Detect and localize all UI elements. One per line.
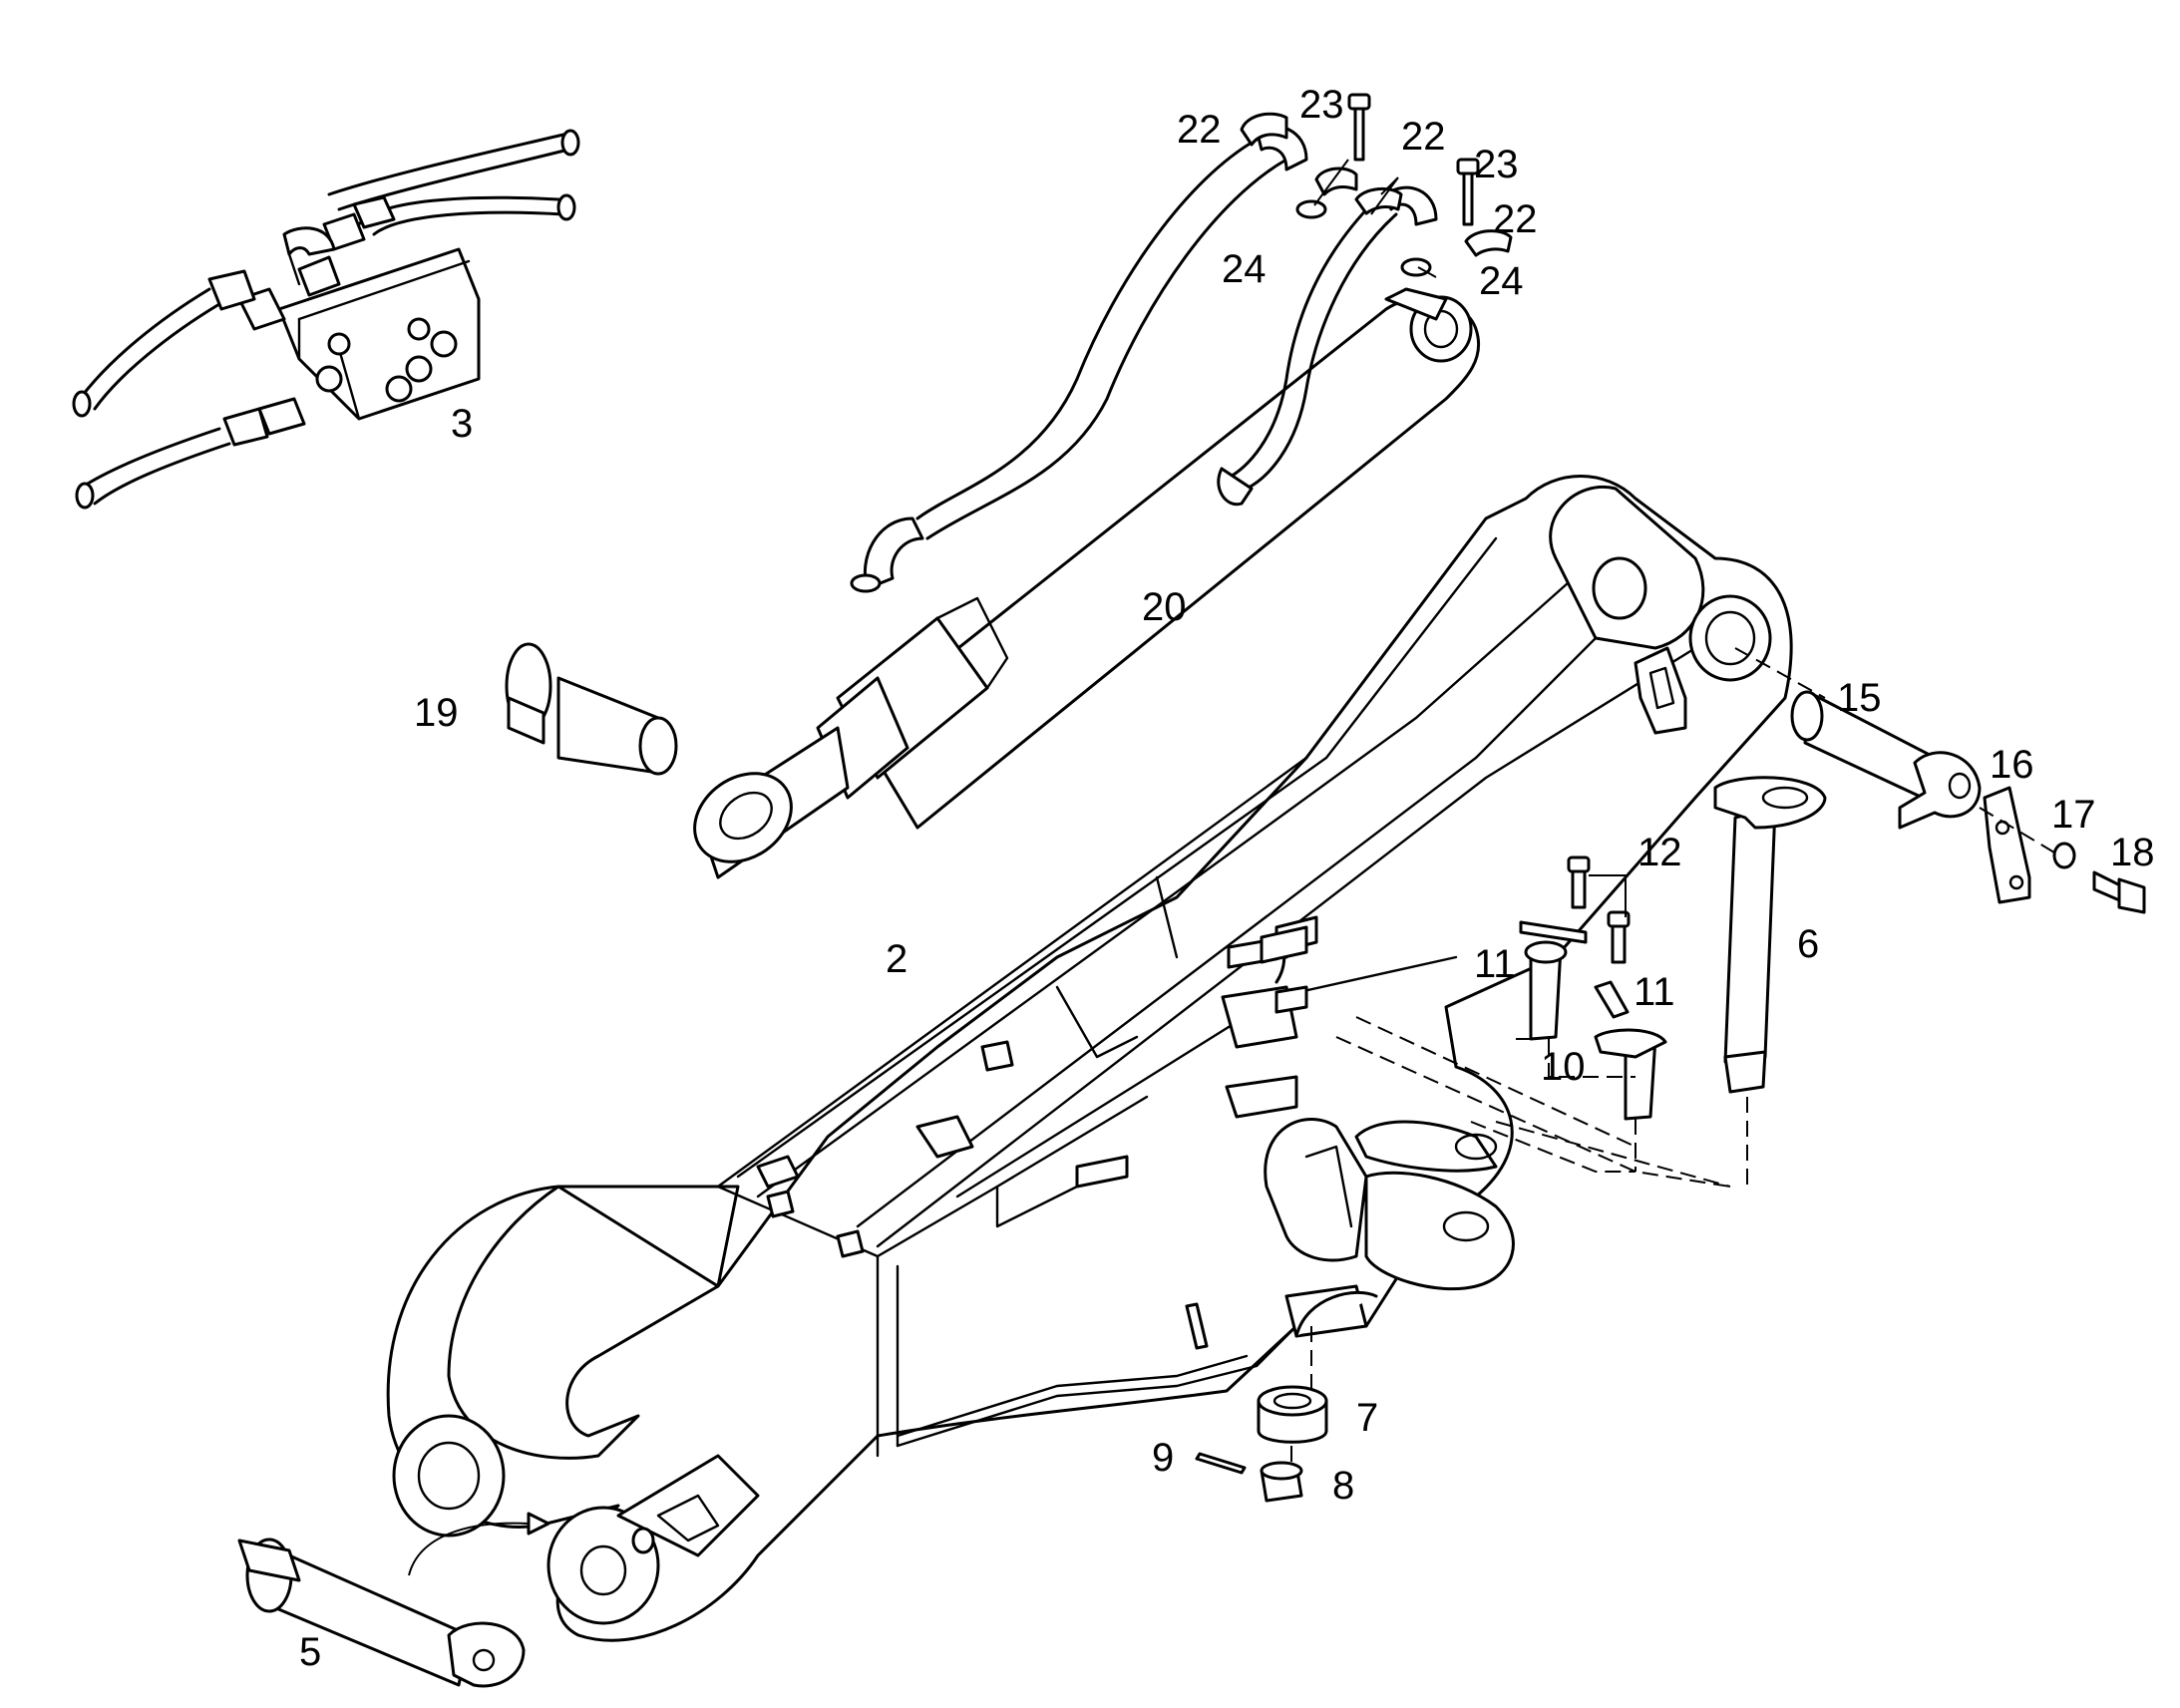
plate-11-lower: [1594, 980, 1630, 1019]
callout-labels: 2 3 5 6 7 8 9 10 11 11 12 15 16 17 18 19…: [299, 83, 2155, 1674]
callout-3: 3: [451, 402, 473, 446]
callout-6: 6: [1797, 922, 1819, 966]
callout-12: 12: [1637, 831, 1682, 874]
callout-2: 2: [886, 937, 908, 981]
callout-23-b: 23: [1474, 143, 1519, 186]
washer-17: [2052, 842, 2076, 869]
callout-17: 17: [2051, 793, 2096, 837]
pin-15: [1790, 690, 1982, 830]
callout-23-a: 23: [1299, 83, 1344, 127]
callout-15: 15: [1837, 676, 1882, 720]
callout-24-a: 24: [1222, 247, 1267, 291]
pin-10: [1594, 1028, 1667, 1121]
hydraulic-cylinder: [693, 287, 1481, 879]
callout-11-upper: 11: [1474, 942, 1516, 986]
bushing-7: [1257, 1385, 1328, 1444]
bolt-18: [2092, 870, 2146, 914]
pin-6: [1713, 776, 1827, 1094]
cotter-pin-9: [1195, 1452, 1247, 1475]
callout-5: 5: [299, 1630, 321, 1674]
callout-16: 16: [1990, 743, 2034, 787]
callout-8: 8: [1332, 1464, 1354, 1508]
callout-9: 9: [1152, 1436, 1174, 1480]
pin-11-upper: [1519, 920, 1588, 1041]
boom-arm: [386, 475, 1793, 1642]
callout-10: 10: [1541, 1045, 1586, 1089]
assembly-leader-lines: [408, 159, 2055, 1576]
pin-5: [237, 1537, 526, 1688]
pin-19: [505, 642, 678, 776]
callout-22-a: 22: [1177, 108, 1222, 152]
callout-19: 19: [414, 691, 459, 735]
callout-11-lower: 11: [1634, 970, 1675, 1014]
callout-20: 20: [1142, 585, 1187, 629]
callout-7: 7: [1356, 1396, 1378, 1440]
valve-block-assembly: [72, 129, 580, 510]
callout-24-b: 24: [1479, 259, 1524, 303]
bolt-12: [1567, 855, 1631, 964]
callout-22-b: 22: [1401, 115, 1446, 159]
callout-22-c: 22: [1493, 197, 1538, 241]
callout-18: 18: [2110, 831, 2155, 874]
plate-16: [1983, 786, 2031, 904]
hose-clamps: [1240, 93, 1513, 277]
nut-8: [1260, 1461, 1303, 1503]
